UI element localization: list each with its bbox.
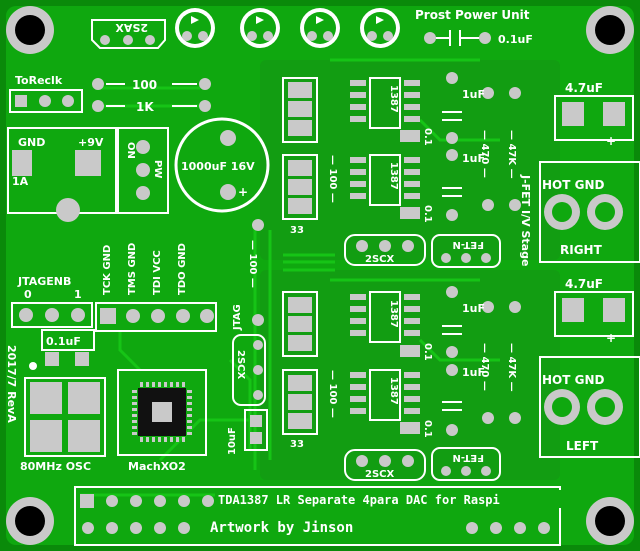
channel-right <box>282 72 521 268</box>
label-toreclk: ToReclk <box>15 74 63 87</box>
label-1a: 1A <box>12 175 29 188</box>
label-10uf: 10uF <box>227 427 238 455</box>
label-r33-1: 33 <box>290 225 304 236</box>
label-1uf-3: 1uF <box>462 302 485 315</box>
label-r47k-1: — 47K — <box>506 130 517 179</box>
label-pw: PW <box>152 160 163 178</box>
label-hotgnd-1: HOT GND <box>542 178 605 192</box>
output-left <box>539 291 640 458</box>
label-1uf-4: 1uF <box>462 366 485 379</box>
label-tda-3: 1387 <box>388 300 399 328</box>
label-cap01: 0.1uF <box>46 335 81 348</box>
channel-left <box>282 286 521 481</box>
label-one: 1 <box>74 288 82 301</box>
label-2sax: 2SAX <box>115 21 148 34</box>
big-capacitor <box>174 117 270 213</box>
jtag-header-pins <box>100 308 214 324</box>
cap-top <box>424 30 491 46</box>
label-jtag-tck: TCK GND <box>102 245 113 295</box>
output-right <box>539 95 640 263</box>
label-osc: 80MHz OSC <box>20 460 91 473</box>
mounting-holes <box>6 6 634 545</box>
label-jtag-tdo: TDO GND <box>177 243 188 295</box>
label-jtagenb: JTAGENB <box>17 275 71 288</box>
label-9v: +9V <box>78 136 104 149</box>
label-on: ON <box>125 142 136 159</box>
label-r01-4: 0.1 <box>422 420 433 438</box>
label-1uf-2: 1uF <box>462 152 485 165</box>
label-r100: 100 <box>132 78 157 92</box>
label-r100-left: — 100 — <box>247 240 258 288</box>
label-r100v-1: — 100 — <box>327 155 338 203</box>
label-r01-3: 0.1 <box>422 343 433 361</box>
label-r470-1: — 470 — <box>479 130 490 178</box>
label-47uf-2: 4.7uF <box>565 277 603 291</box>
label-tda-1: 1387 <box>388 85 399 113</box>
label-r01-1: 0.1 <box>422 128 433 146</box>
label-prost-power: Prost Power Unit <box>415 8 530 22</box>
resistors-100-1k <box>92 78 211 112</box>
label-r47k-2: — 47K — <box>506 343 517 392</box>
label-tda-4: 1387 <box>388 377 399 405</box>
power-jack <box>7 127 117 222</box>
label-r470-2: — 470 — <box>479 343 490 391</box>
label-r1k: 1K <box>136 100 154 114</box>
label-r100v-2: — 100 — <box>327 370 338 418</box>
label-rev: 2017/7 RevA <box>5 345 18 423</box>
label-jtag-tms: TMS GND <box>127 243 138 295</box>
label-47uf-1: 4.7uF <box>565 81 603 95</box>
label-title-bottom: TDA1387 LR Separate 4para DAC for Raspi <box>218 493 500 507</box>
transistor-2sax: 2SAX <box>91 19 166 49</box>
label-artwork: Artwork by Jinson <box>210 520 353 536</box>
label-r33-2: 33 <box>290 439 304 450</box>
label-47uf-plus-1: + <box>606 134 616 148</box>
machxo2-chip <box>117 369 207 456</box>
label-left: LEFT <box>566 439 599 453</box>
label-2scx-2: 2SCX <box>365 469 394 480</box>
label-right: RIGHT <box>560 243 603 257</box>
power-switch <box>117 127 169 214</box>
label-2scx-1: 2SCX <box>365 254 394 265</box>
label-fetn-1: FET-N <box>452 239 484 250</box>
label-hotgnd-2: HOT GND <box>542 373 605 387</box>
label-jfet: J-FET I/V Stage <box>519 174 532 266</box>
toreclk-pins <box>15 95 74 107</box>
oscillator <box>24 377 106 457</box>
label-jtag-tdi: TDI VCC <box>152 250 163 295</box>
label-bigcap: 1000uF 16V <box>181 160 255 173</box>
label-1uf-1: 1uF <box>462 88 485 101</box>
label-cap-top: 0.1uF <box>498 33 533 46</box>
label-47uf-plus-2: + <box>606 331 616 345</box>
transistor-2scx-left <box>232 334 266 406</box>
label-zero: 0 <box>24 288 32 301</box>
label-r01-2: 0.1 <box>422 205 433 223</box>
label-jtag: JTAG <box>232 304 243 331</box>
jtagenb-pins <box>19 308 85 322</box>
led-row <box>175 8 400 48</box>
label-machxo2: MachXO2 <box>128 460 186 473</box>
label-bigcap-plus: + <box>238 185 248 199</box>
label-2scx-left: 2SCX <box>235 350 246 379</box>
label-fetn-2: FET-N <box>452 452 484 463</box>
label-gnd: GND <box>18 136 45 149</box>
label-tda-2: 1387 <box>388 162 399 190</box>
